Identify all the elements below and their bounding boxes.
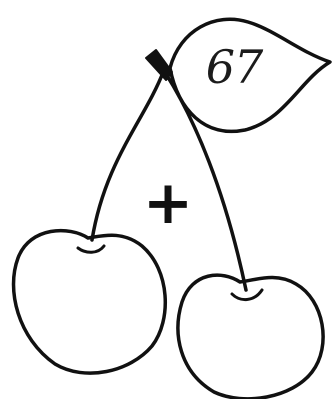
plus-sign: + bbox=[140, 175, 196, 231]
right-cherry-answer[interactable] bbox=[210, 320, 300, 360]
stem-cap bbox=[146, 50, 172, 80]
left-cherry-answer[interactable] bbox=[45, 280, 135, 320]
left-cherry-dimple bbox=[78, 246, 104, 252]
leaf-number: 67 bbox=[198, 32, 270, 102]
right-cherry-dimple bbox=[232, 290, 262, 300]
